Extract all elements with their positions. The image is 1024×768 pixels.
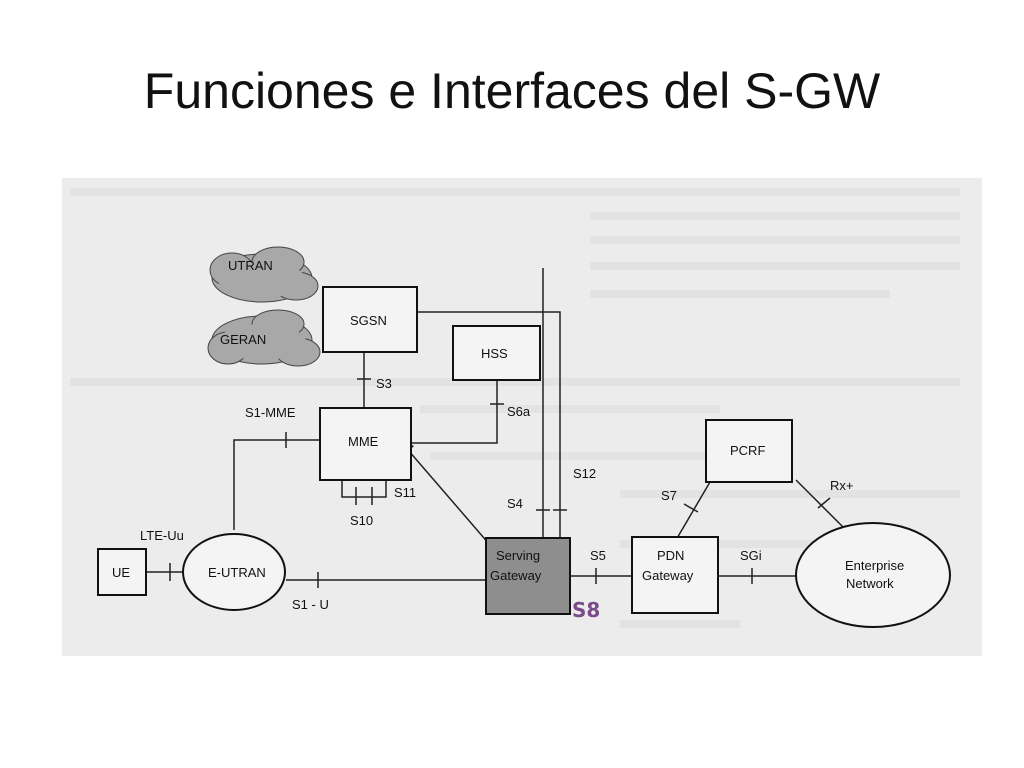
- s8-handwritten-label: S8: [572, 598, 600, 622]
- s10-label: S10: [350, 513, 373, 528]
- s1-mme-label: S1-MME: [245, 405, 296, 420]
- sgi-label: SGi: [740, 548, 762, 563]
- utran-label: UTRAN: [228, 258, 273, 273]
- slide-title: Funciones e Interfaces del S-GW: [143, 63, 881, 119]
- enterprise-network-label-line1: Enterprise: [845, 558, 904, 573]
- eutran-node: E-UTRAN: [182, 533, 286, 611]
- eutran-label: E-UTRAN: [208, 565, 266, 580]
- s5-label: S5: [590, 548, 606, 563]
- pdn-gateway-label-line1: PDN: [657, 548, 684, 563]
- sgsn-label: SGSN: [350, 313, 387, 328]
- hss-label: HSS: [481, 346, 508, 361]
- utran-cloud: UTRAN: [209, 246, 319, 303]
- s4-label: S4: [507, 496, 523, 511]
- pcrf-label: PCRF: [730, 443, 765, 458]
- interface-labels: S3 S1-MME S6a S11 S10 S12 S4 S7 Rx+ LTE-…: [140, 376, 853, 622]
- serving-gateway-node: Serving Gateway: [485, 537, 571, 615]
- s1-u-label: S1 - U: [292, 597, 329, 612]
- sgsn-node: SGSN: [322, 286, 418, 353]
- s12-label: S12: [573, 466, 596, 481]
- lte-uu-label: LTE-Uu: [140, 528, 184, 543]
- s7-label: S7: [661, 488, 677, 503]
- ue-node: UE: [97, 548, 147, 596]
- serving-gateway-label-line2: Gateway: [490, 568, 542, 583]
- geran-cloud: GERAN: [207, 309, 321, 367]
- s11-label: S11: [394, 485, 416, 500]
- hss-node: HSS: [452, 325, 541, 381]
- interface-tick-marks: [169, 378, 831, 588]
- mme-label: MME: [348, 434, 379, 449]
- enterprise-network-label-line2: Network: [846, 576, 894, 591]
- mme-node: MME: [319, 407, 412, 481]
- pdn-gateway-node: PDN Gateway: [631, 536, 719, 614]
- enterprise-network-node: Enterprise Network: [795, 522, 951, 628]
- ue-label: UE: [112, 565, 130, 580]
- serving-gateway-label-line1: Serving: [496, 548, 540, 563]
- pdn-gateway-label-line2: Gateway: [642, 568, 694, 583]
- geran-label: GERAN: [220, 332, 266, 347]
- pcrf-node: PCRF: [705, 419, 793, 483]
- s6a-label: S6a: [507, 404, 531, 419]
- s3-label: S3: [376, 376, 392, 391]
- scan-background-text: [70, 188, 960, 628]
- connection-lines: [146, 268, 857, 581]
- rx-plus-label: Rx+: [830, 478, 853, 493]
